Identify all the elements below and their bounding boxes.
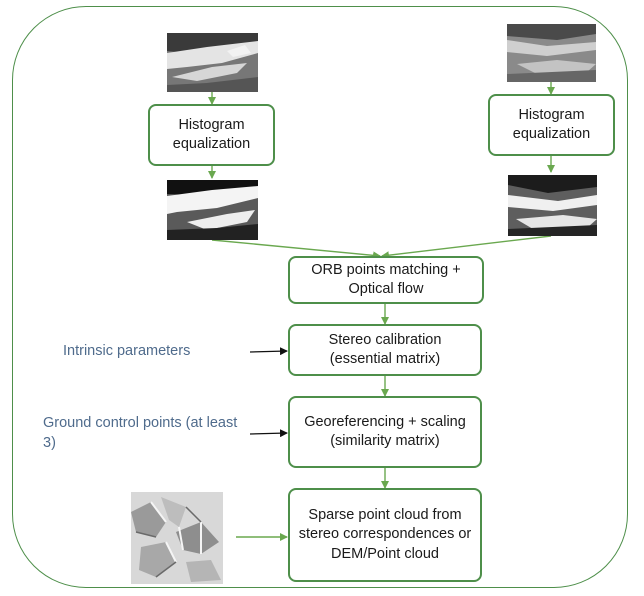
stereo-calibration-label: Stereo calibration (essential matrix)	[328, 331, 442, 367]
orb-matching-box: ORB points matching + Optical flow	[288, 256, 484, 304]
sparse-point-cloud-box: Sparse point cloud from stereo correspon…	[288, 488, 482, 582]
left-raw-photo	[167, 33, 258, 92]
right-equalized-photo	[508, 175, 597, 236]
arrow-right-eq-to-orb	[381, 235, 552, 260]
ground-control-points-label: Ground control points (at least 3)	[43, 415, 238, 451]
histogram-equalization-right-label: Histogram equalization	[512, 106, 591, 142]
arrow-intrinsic-to-stereo	[249, 347, 288, 356]
histogram-equalization-left-box: Histogram equalization	[148, 104, 275, 166]
histogram-equalization-right-box: Histogram equalization	[488, 94, 615, 156]
left-equalized-photo	[167, 180, 258, 240]
intrinsic-parameters-label: Intrinsic parameters	[63, 343, 191, 359]
arrow-left-eq-to-orb	[211, 239, 381, 260]
arrow-gcp-to-georef	[249, 429, 288, 438]
outer-frame	[12, 6, 628, 588]
sparse-point-cloud-label: Sparse point cloud from stereo correspon…	[298, 507, 472, 562]
georeferencing-label: Georeferencing + scaling (similarity mat…	[304, 413, 466, 449]
dem-hillshade	[131, 492, 223, 584]
histogram-equalization-left-label: Histogram equalization	[172, 116, 251, 152]
georeferencing-box: Georeferencing + scaling (similarity mat…	[288, 396, 482, 468]
orb-matching-label: ORB points matching + Optical flow	[311, 261, 461, 297]
stereo-calibration-box: Stereo calibration (essential matrix)	[288, 324, 482, 376]
right-raw-photo	[507, 24, 596, 82]
